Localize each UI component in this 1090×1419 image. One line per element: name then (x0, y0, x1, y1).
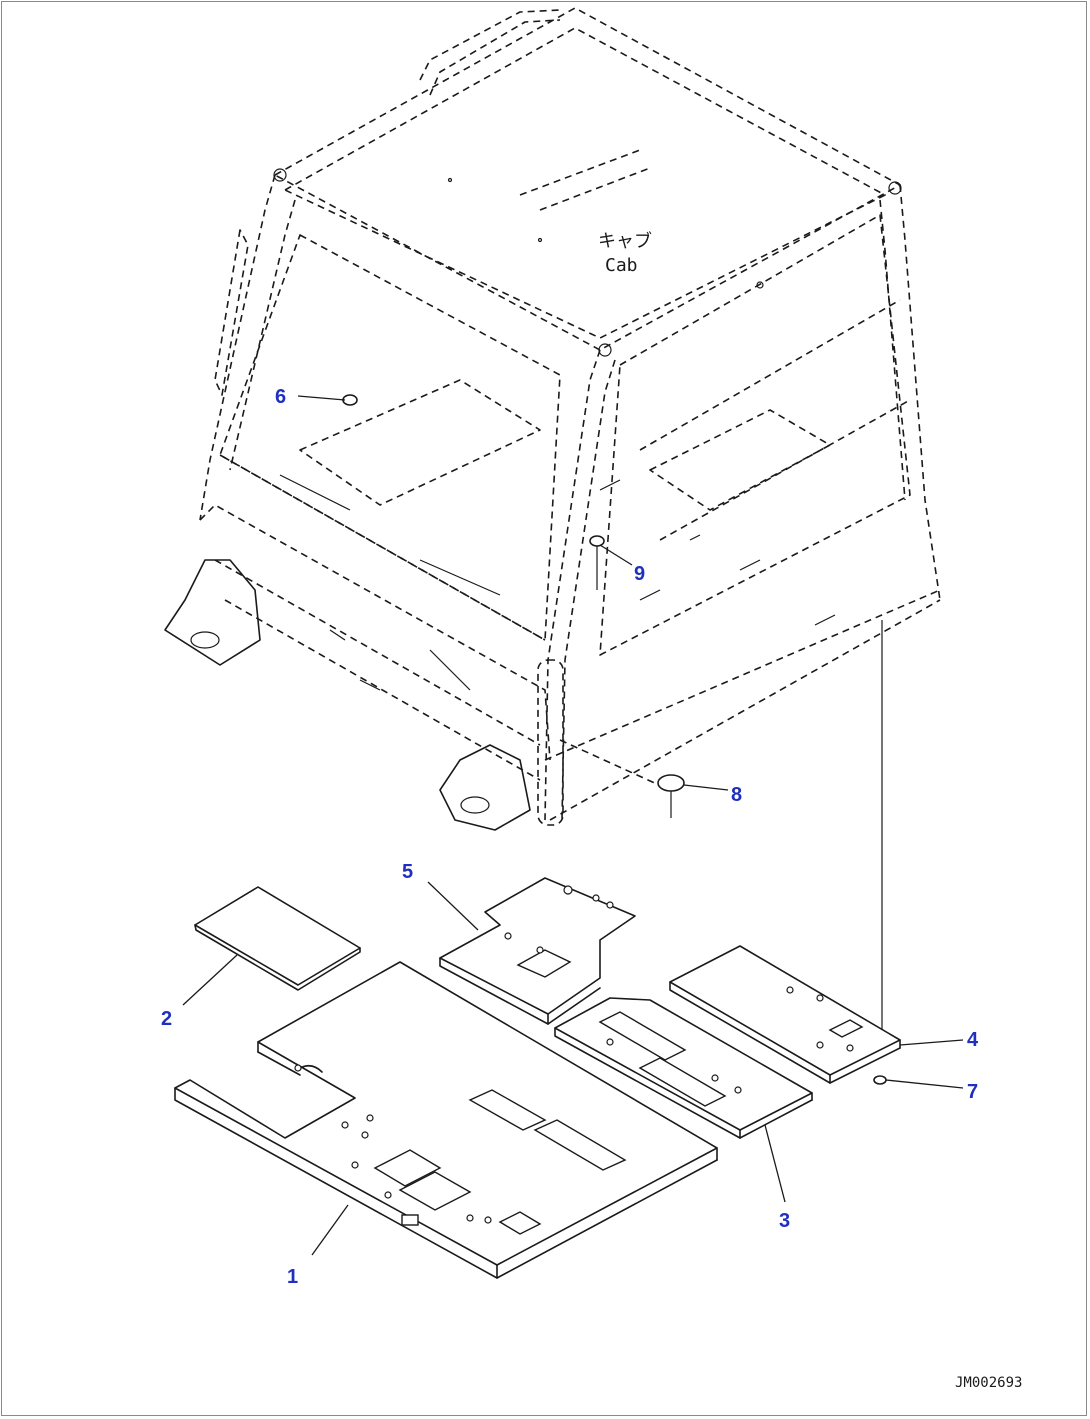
callout-3: 3 (779, 1210, 790, 1232)
part-7-washer (873, 1075, 887, 1085)
part-6-nut (342, 394, 358, 406)
drawing-code: JM002693 (955, 1375, 1022, 1391)
callout-9: 9 (634, 563, 645, 585)
callout-6: 6 (275, 386, 286, 408)
part-3-plate (554, 997, 813, 1139)
callout-8: 8 (731, 784, 742, 806)
cab-label-jp: キャブ (598, 230, 652, 252)
part-1-plate (174, 961, 718, 1279)
callout-5: 5 (402, 861, 413, 883)
leader-lines (182, 395, 964, 1256)
part-4-plate (669, 945, 901, 1084)
callout-7: 7 (967, 1081, 978, 1103)
callout-4: 4 (967, 1029, 979, 1051)
cab-assembly (164, 7, 941, 831)
part-8-plug (657, 774, 685, 818)
part-2-mat (194, 886, 361, 991)
part-9-bolt (589, 535, 605, 590)
cab-label-en: Cab (605, 255, 638, 276)
callout-2: 2 (161, 1008, 172, 1030)
part-5-plate (439, 877, 636, 1025)
callout-1: 1 (287, 1266, 298, 1288)
